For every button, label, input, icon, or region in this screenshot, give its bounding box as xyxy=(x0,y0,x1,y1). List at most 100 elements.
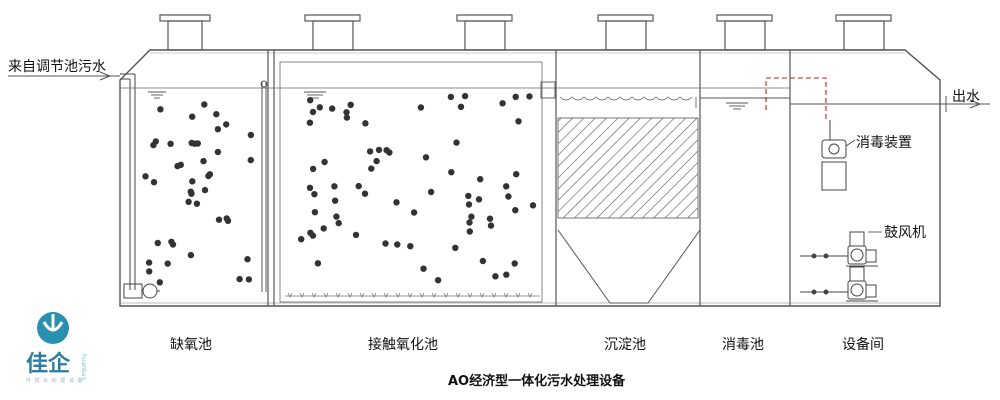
manhole-1-neck xyxy=(167,20,203,51)
diffuser-tick xyxy=(503,292,509,298)
bubble xyxy=(503,183,510,190)
bubble xyxy=(512,93,519,101)
bubble xyxy=(355,182,362,190)
bubble xyxy=(142,173,149,180)
bubble xyxy=(343,109,350,116)
bubble xyxy=(468,213,475,220)
bubble xyxy=(375,146,383,154)
manhole-2 xyxy=(304,14,361,22)
bubble xyxy=(247,156,254,164)
bubble xyxy=(309,108,317,116)
bubble xyxy=(157,106,164,113)
diffuser-tick xyxy=(395,292,401,298)
bubble xyxy=(193,200,201,207)
bubble xyxy=(486,215,494,222)
bubble xyxy=(309,165,317,173)
bubble xyxy=(331,183,338,190)
diffuser-tick xyxy=(359,292,365,298)
bubble xyxy=(189,178,196,185)
compartment-walls xyxy=(267,50,791,306)
manhole-4 xyxy=(597,14,654,22)
diffuser-tick xyxy=(419,292,425,298)
bubble xyxy=(465,192,472,200)
bubble xyxy=(347,101,354,109)
bubble xyxy=(311,191,318,198)
bubble xyxy=(189,113,196,120)
bubble xyxy=(247,131,255,139)
diffuser-tick xyxy=(383,292,389,298)
bubble xyxy=(461,92,469,100)
diffuser-tick xyxy=(311,292,317,298)
bubble xyxy=(321,158,328,166)
bubble xyxy=(316,104,323,111)
bubble xyxy=(453,139,460,146)
blower-upper xyxy=(800,231,878,267)
bubble xyxy=(201,186,209,194)
bubble xyxy=(420,265,427,272)
diffuser-tick xyxy=(467,292,473,298)
bubble xyxy=(447,93,455,101)
bubble xyxy=(335,219,342,227)
bubble xyxy=(394,241,401,248)
bubble xyxy=(499,100,506,107)
manhole-1 xyxy=(159,14,211,22)
bubble xyxy=(329,105,336,112)
bubble xyxy=(164,260,171,267)
aeration-bubbles xyxy=(142,92,537,286)
bubble xyxy=(448,169,455,176)
bubble xyxy=(236,275,243,283)
bubble xyxy=(306,119,314,126)
return-pump xyxy=(123,283,160,299)
overflow-weir xyxy=(559,96,693,101)
bubble xyxy=(529,202,537,209)
manhole-3-neck xyxy=(464,20,506,51)
bubble xyxy=(145,259,153,266)
bubble xyxy=(417,104,425,111)
diffuser-tick xyxy=(335,292,341,298)
bubble xyxy=(466,228,473,235)
bubble xyxy=(187,188,194,195)
bubble xyxy=(167,140,174,147)
bubble xyxy=(223,215,230,222)
bubble xyxy=(512,207,519,214)
bubble xyxy=(200,157,207,165)
manhole-6 xyxy=(835,14,892,22)
bubble xyxy=(477,176,484,183)
bubble xyxy=(368,165,375,172)
bubble xyxy=(223,121,230,128)
bubble xyxy=(361,190,369,197)
diffuser-tick xyxy=(527,292,533,298)
bubble xyxy=(479,257,487,265)
diffuser-tick xyxy=(287,292,293,298)
disinfection-leader xyxy=(845,139,856,147)
diffuser-tick xyxy=(323,292,329,298)
bubble xyxy=(434,277,442,284)
bubble xyxy=(475,196,483,203)
bubble xyxy=(331,197,339,204)
disinfection-device xyxy=(821,120,847,191)
manhole-4-neck xyxy=(605,20,647,51)
bubble xyxy=(513,171,520,178)
blower-valves xyxy=(811,253,829,295)
manhole-5 xyxy=(716,14,773,22)
bubble xyxy=(146,268,153,275)
bubble xyxy=(465,201,473,208)
bubble xyxy=(526,93,533,100)
zone-equipment-room: 设备间 xyxy=(842,337,884,353)
diffuser-tick xyxy=(371,292,377,298)
bubble xyxy=(213,111,220,118)
diffuser-tick xyxy=(431,292,437,298)
bubble xyxy=(298,236,305,243)
bubble xyxy=(215,216,223,223)
bubble xyxy=(206,171,214,178)
bubble xyxy=(422,154,430,161)
tank-outline xyxy=(119,49,941,307)
bubble xyxy=(214,148,222,156)
transfer-pipe xyxy=(260,80,268,292)
diffuser-ticks xyxy=(287,292,533,298)
outlet-arrow xyxy=(969,99,982,109)
contact-oxidation-frame xyxy=(279,61,543,303)
diffuser-tick xyxy=(299,292,305,298)
blower-lower xyxy=(800,266,878,302)
manhole-6-neck xyxy=(843,20,885,51)
